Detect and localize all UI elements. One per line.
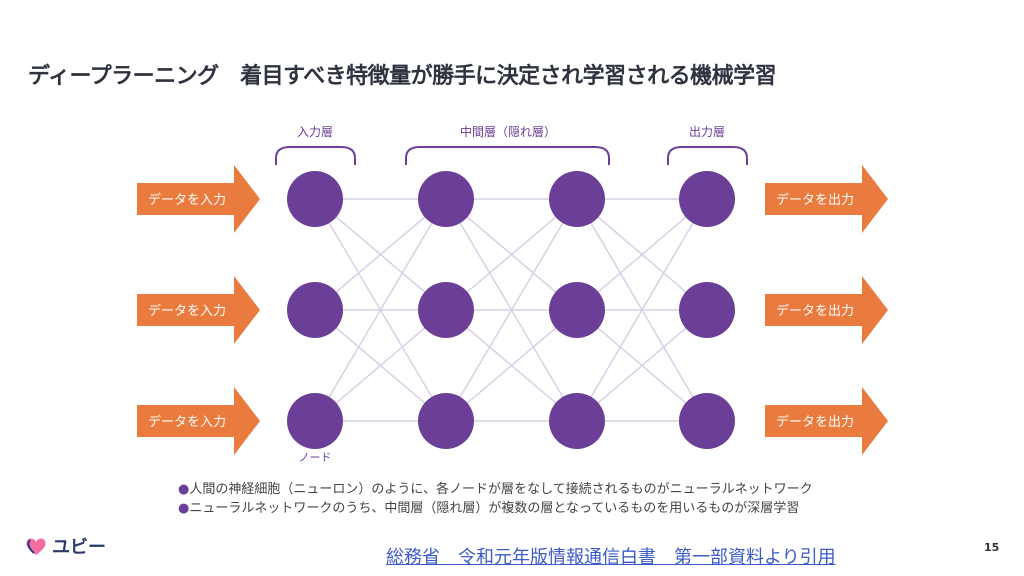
arrow-shape [765, 165, 888, 233]
input-arrow: データを入力 [137, 276, 260, 344]
network-node [679, 282, 735, 338]
connection-edge [314, 198, 447, 422]
arrow-label: データを出力 [776, 303, 854, 319]
node-label: ノード [299, 451, 332, 464]
arrow-shape [137, 387, 260, 455]
output-layer-label: 出力層 [689, 125, 725, 139]
arrow-label: データを入力 [148, 192, 226, 208]
source-link[interactable]: 総務省 令和元年版情報通信白書 第一部資料より引用 [386, 547, 836, 568]
network-node [287, 393, 343, 449]
arrow-label: データを出力 [776, 414, 854, 430]
hidden-layer-label: 中間層（隠れ層） [460, 124, 556, 139]
network-node [549, 171, 605, 227]
network-node [549, 393, 605, 449]
connection-edge [576, 198, 708, 311]
input-arrow: データを入力 [137, 387, 260, 455]
hidden-layer-bracket [405, 146, 610, 165]
connection-edge [445, 309, 578, 422]
bullet-item: ●ニューラルネットワークのうち、中間層（隠れ層）が複数の層となっているものを用い… [178, 497, 799, 516]
arrow-shape [137, 165, 260, 233]
logo: ユビー [24, 533, 106, 559]
output-arrow: データを出力 [765, 165, 888, 233]
network-node [679, 171, 735, 227]
connection-edge [445, 198, 578, 422]
page-number: 15 [984, 541, 1000, 554]
connection-edge [445, 198, 578, 311]
output-layer-bracket [667, 146, 748, 165]
input-layer-label: 入力層 [297, 125, 333, 139]
arrow-shape [765, 276, 888, 344]
output-arrow: データを出力 [765, 276, 888, 344]
arrow-label: データを出力 [776, 192, 854, 208]
connection-edge [576, 198, 708, 422]
network-node [287, 171, 343, 227]
connection-edge [314, 198, 447, 311]
arrow-label: データを入力 [148, 414, 226, 430]
neural-network-diagram: 入力層 中間層（隠れ層） 出力層 データを入力データを出力データを入力データを出… [137, 124, 888, 464]
network-node [418, 171, 474, 227]
slide-title: ディープラーニング 着目すべき特徴量が勝手に決定され学習される機械学習 [28, 64, 777, 89]
bullet-mark: ● [178, 482, 190, 497]
input-arrow: データを入力 [137, 165, 260, 233]
network-node [418, 282, 474, 338]
bullet-text: ニューラルネットワークのうち、中間層（隠れ層）が複数の層となっているものを用いる… [189, 501, 800, 516]
network-node [418, 393, 474, 449]
bullet-item: ●人間の神経細胞（ニューロン）のように、各ノードが層をなして接続されるものがニュ… [178, 478, 813, 497]
logo-text: ユビー [52, 537, 106, 558]
input-layer-bracket [275, 146, 356, 165]
connection-edge [576, 309, 708, 422]
network-node [287, 282, 343, 338]
heart-icon [26, 538, 46, 555]
bullet-mark: ● [178, 501, 190, 516]
bullet-text: 人間の神経細胞（ニューロン）のように、各ノードが層をなして接続されるものがニュー… [189, 482, 813, 497]
connection-edge [314, 309, 447, 422]
output-arrow: データを出力 [765, 387, 888, 455]
network-node [549, 282, 605, 338]
arrow-shape [765, 387, 888, 455]
network-node [679, 393, 735, 449]
arrow-label: データを入力 [148, 303, 226, 319]
arrow-shape [137, 276, 260, 344]
